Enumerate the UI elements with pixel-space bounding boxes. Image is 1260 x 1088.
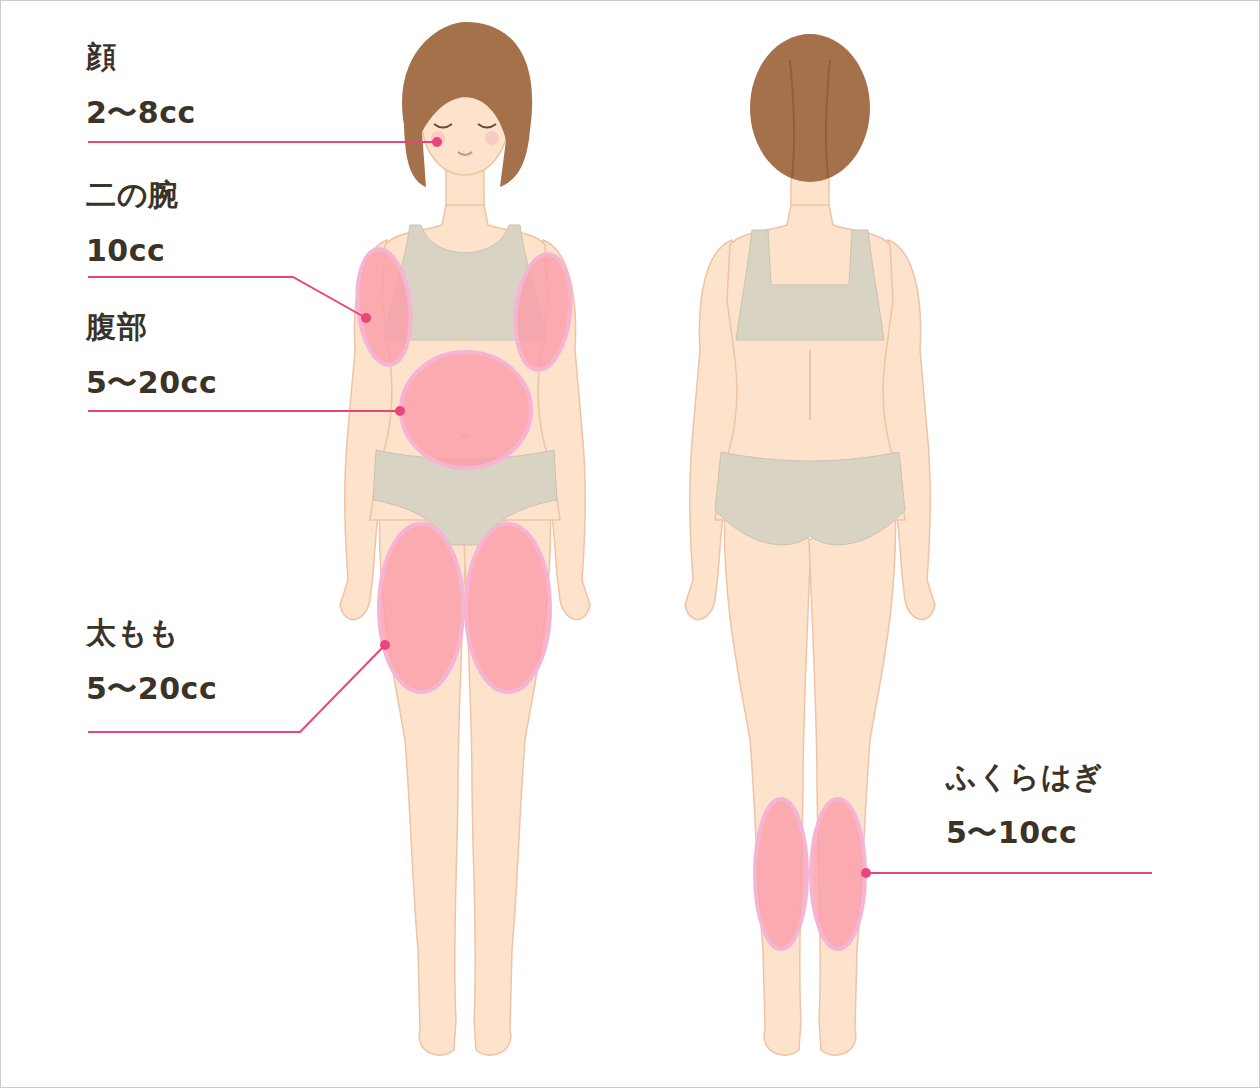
region-label: 太もも <box>86 616 180 651</box>
volume-label: 5〜20cc <box>86 672 217 707</box>
volume-label: 10cc <box>86 234 165 269</box>
back-figure <box>685 34 935 1055</box>
leader-dots <box>361 137 871 878</box>
region-label: ふくらはぎ <box>946 760 1104 795</box>
injection-regions <box>352 247 865 949</box>
region-label: 二の腕 <box>86 178 179 213</box>
region-label: 腹部 <box>86 310 147 345</box>
region-label: 顔 <box>86 40 117 75</box>
volume-label: 5〜10cc <box>946 816 1077 851</box>
volume-label: 2〜8cc <box>86 96 196 131</box>
leader-lines <box>88 142 1152 873</box>
volume-label: 5〜20cc <box>86 366 217 401</box>
front-figure <box>340 22 590 1055</box>
